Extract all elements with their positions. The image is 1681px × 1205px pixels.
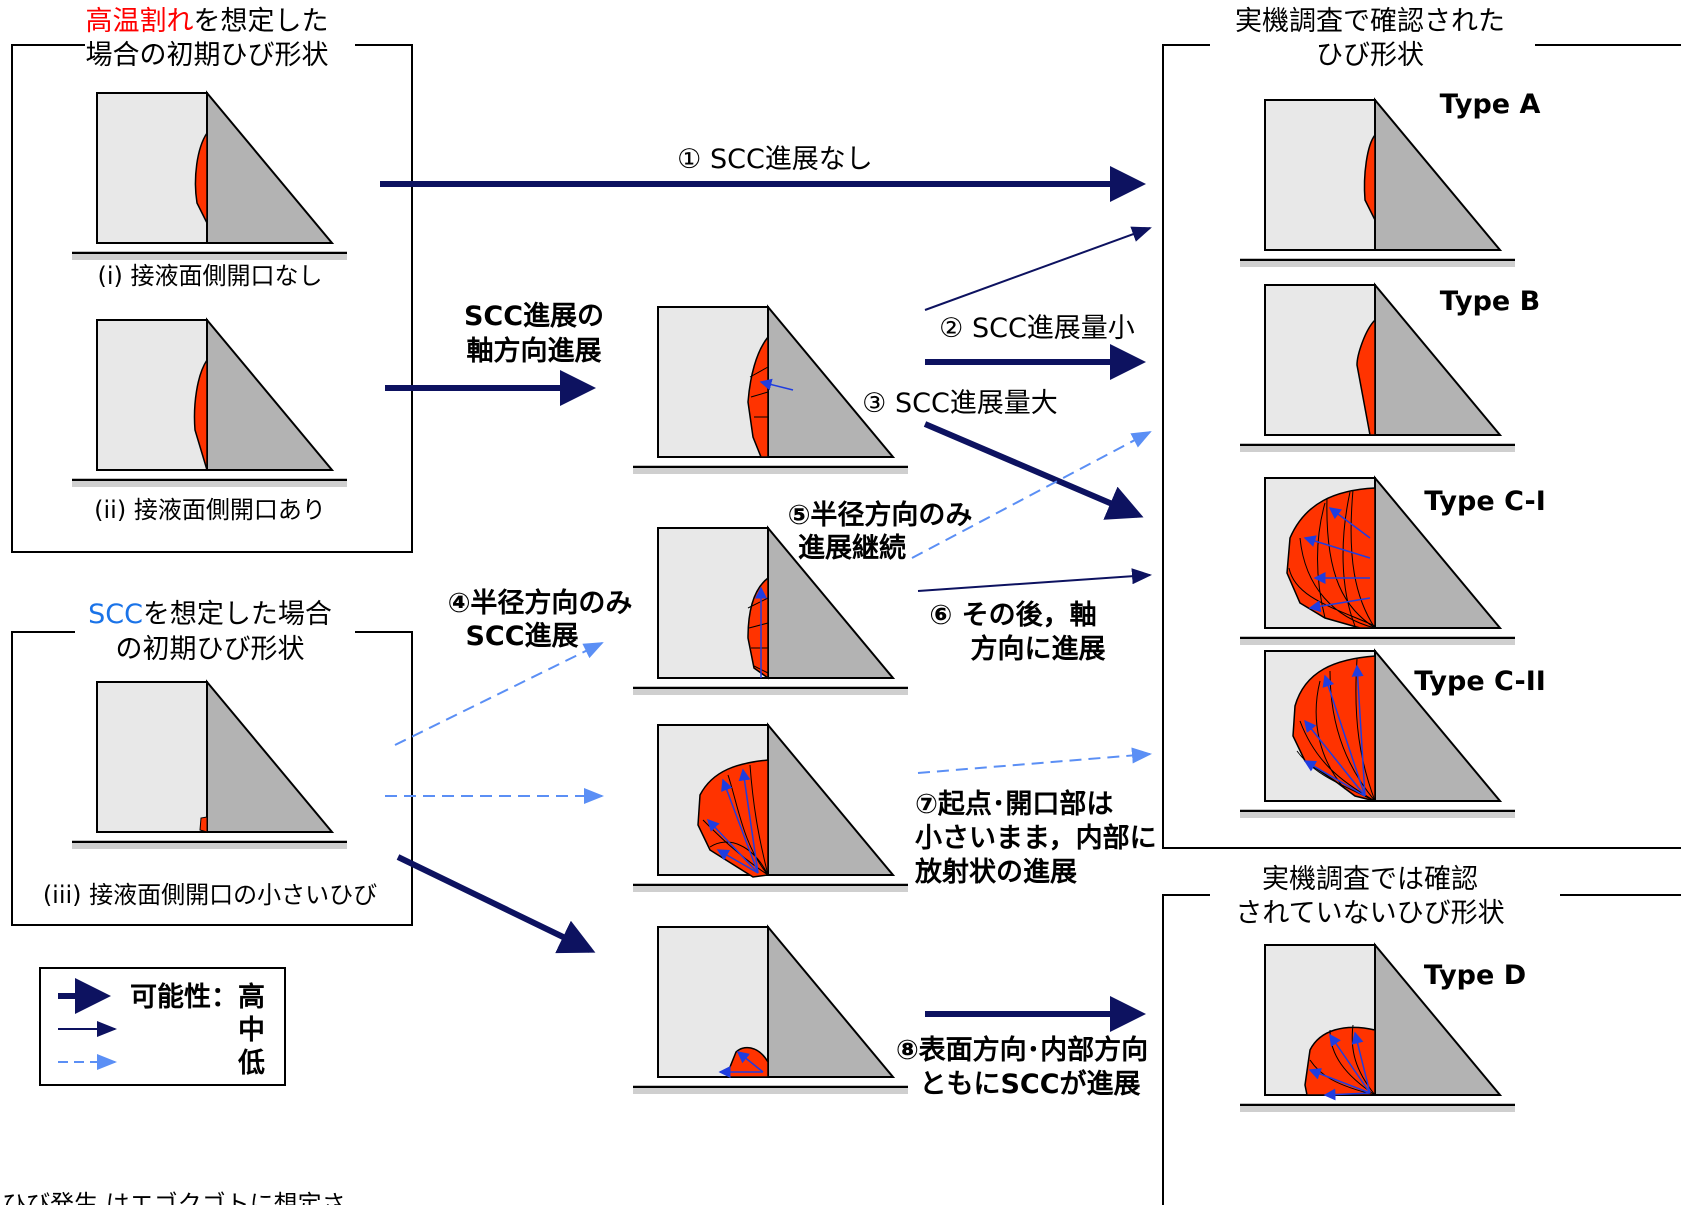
mid-section-surface (631, 925, 910, 1096)
arrow-p7 (917, 747, 1152, 774)
label-p1: ① SCC進展なし (677, 144, 873, 175)
label-p5-1: ⑤半径方向のみ (788, 499, 973, 531)
weld-section-iii (70, 680, 349, 851)
label-p7-1: ⑦起点･開口部は (915, 788, 1113, 820)
legend-high-label: 可能性：高 (130, 981, 265, 1013)
type-a-label: Type A (1440, 89, 1541, 120)
type-c1-label: Type C-I (1424, 486, 1546, 517)
mid-section-inner-radial (631, 723, 910, 894)
arrow-p4 (394, 642, 604, 746)
type-c2-label: Type C-II (1414, 666, 1546, 697)
legend-low-label: 低 (237, 1048, 265, 1079)
hot-box-title-line1: 高温割れを想定した (86, 6, 329, 37)
label-p2: ② SCC進展量小 (939, 313, 1135, 344)
type-a-section (1238, 98, 1517, 269)
confirmed-title-line1: 実機調査で確認された (1235, 6, 1505, 37)
legend-mid-label: 中 (238, 1015, 265, 1046)
label-p6-1: ⑥ その後，軸 (929, 600, 1096, 631)
mid-section-radial (631, 526, 910, 697)
type-b-section (1238, 283, 1517, 454)
hot-cracking-box: 高温割れを想定した 場合の初期ひび形状 (i) 接液面側開口なし (ii) 接液… (11, 6, 413, 553)
arrow-p3 (923, 421, 1144, 520)
unconfirmed-title-line1: 実機調査では確認 (1262, 864, 1478, 895)
unconfirmed-box: 実機調査では確認 されていないひび形状 Type D (1162, 864, 1681, 1205)
type-d-section (1238, 943, 1517, 1114)
mid-section-axial (631, 305, 910, 476)
label-p3: ③ SCC進展量大 (862, 388, 1058, 419)
type-b-label: Type B (1440, 286, 1540, 317)
label-p7-2: 小さいまま，内部に (915, 822, 1157, 854)
weld-section-i (70, 91, 349, 262)
label-p7-3: 放射状の進展 (914, 856, 1077, 888)
label-p8-1: ⑧表面方向･内部方向 (896, 1034, 1148, 1066)
scc-box-title-line1: SCCを想定した場合 (88, 599, 332, 630)
hot-box-title-line2: 場合の初期ひび形状 (86, 40, 329, 71)
arrow-p6 (917, 568, 1152, 592)
confirmed-box: 実機調査で確認された ひび形状 Type A Type B Type C-I (1162, 6, 1681, 849)
scc-box-title-line2: の初期ひび形状 (116, 634, 305, 665)
label-axial-2: 軸方向進展 (467, 335, 602, 367)
type-d-label: Type D (1424, 960, 1526, 991)
arrow-to-type-a-thin (924, 226, 1152, 311)
label-p6-2: 方向に進展 (971, 633, 1106, 665)
scc-box: SCCを想定した場合 の初期ひび形状 (iii) 接液面側開口の小さいひび (11, 599, 413, 926)
unconfirmed-title-line2: されていないひび形状 (1235, 898, 1504, 929)
sub-label-i: (i) 接液面側開口なし (97, 262, 322, 290)
arrow-p5 (911, 431, 1152, 559)
label-p4-2: SCC進展 (465, 621, 578, 652)
legend: 可能性：高 中 低 (39, 967, 286, 1086)
label-axial-1: SCC進展の (464, 301, 604, 332)
sub-label-ii: (ii) 接液面側開口あり (94, 496, 326, 524)
sub-label-iii: (iii) 接液面側開口の小さいひび (43, 881, 377, 909)
weld-section-ii (70, 318, 349, 489)
type-c2-section (1238, 649, 1517, 820)
confirmed-title-line2: ひび形状 (1316, 40, 1424, 71)
footer-text: ひび発生 はエゴクゴトに想定さ (2, 1190, 346, 1205)
label-p8-2: ともにSCCが進展 (919, 1068, 1140, 1100)
type-c1-section (1238, 476, 1517, 647)
arrow-iii-surface (396, 854, 596, 954)
label-p5-2: 進展継続 (798, 532, 906, 564)
label-p4-1: ④半径方向のみ (448, 587, 633, 619)
